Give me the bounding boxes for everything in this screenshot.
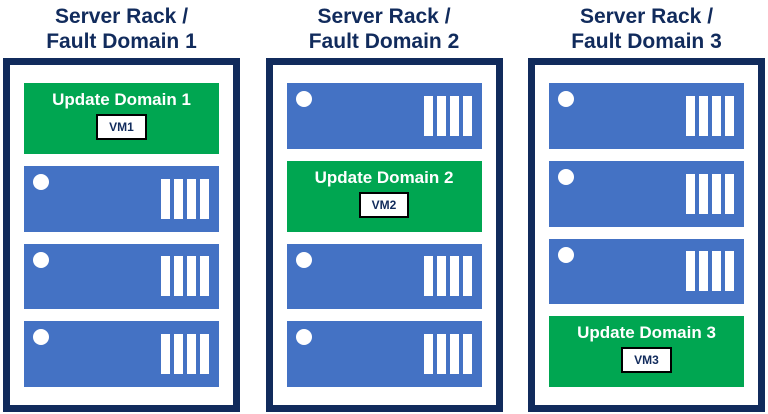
server-node <box>286 83 482 149</box>
fault-domain-column-3: Server Rack / Fault Domain 3 Update Doma… <box>528 2 765 412</box>
vent-bars-icon <box>423 95 472 136</box>
power-led-icon <box>295 251 312 268</box>
update-domain-label: Update Domain 1 <box>52 90 191 109</box>
vent-bars-icon <box>686 251 734 292</box>
server-node <box>24 165 219 232</box>
server-rack: Update Domain 3 VM3 <box>528 58 765 412</box>
rack-title-line2: Fault Domain 2 <box>308 30 460 53</box>
server-node <box>549 160 744 227</box>
vent-bars-icon <box>686 173 734 214</box>
vent-bars-icon <box>423 334 472 375</box>
power-led-icon <box>558 246 574 263</box>
rack-title: Server Rack / Fault Domain 3 <box>528 2 765 58</box>
power-led-icon <box>33 251 49 268</box>
rack-title-line1: Server Rack / <box>317 5 451 28</box>
rack-title: Server Rack / Fault Domain 2 <box>266 2 503 58</box>
vm-box: VM3 <box>621 347 672 374</box>
server-node <box>286 321 482 387</box>
fault-domain-column-2: Server Rack / Fault Domain 2 Update Doma… <box>265 2 503 412</box>
update-domain: Update Domain 3 VM3 <box>549 316 744 387</box>
vent-bars-icon <box>161 256 209 297</box>
vm-box: VM2 <box>358 191 410 218</box>
vent-bars-icon <box>161 178 209 219</box>
vm-box: VM1 <box>96 114 147 140</box>
server-node <box>549 83 744 149</box>
vm-label: VM3 <box>634 353 659 368</box>
rack-title-line1: Server Rack / <box>579 5 714 28</box>
update-domain-label: Update Domain 2 <box>314 167 454 187</box>
server-rack: Update Domain 2 VM2 <box>265 58 503 412</box>
power-led-icon <box>558 168 574 185</box>
rack-title-line2: Fault Domain 3 <box>571 30 722 53</box>
power-led-icon <box>33 173 49 190</box>
vent-bars-icon <box>161 334 209 375</box>
update-domain-label: Update Domain 3 <box>577 323 716 343</box>
server-node <box>286 243 482 310</box>
server-node <box>549 238 744 305</box>
server-rack: Update Domain 1 VM1 <box>3 58 240 412</box>
server-node <box>24 243 219 310</box>
power-led-icon <box>558 91 574 107</box>
rack-title-line1: Server Rack / <box>54 5 189 28</box>
server-node <box>24 321 219 387</box>
vent-bars-icon <box>686 95 734 136</box>
update-domain: Update Domain 1 VM1 <box>24 83 219 154</box>
power-led-icon <box>295 329 312 346</box>
update-domain: Update Domain 2 VM2 <box>286 160 482 232</box>
power-led-icon <box>33 329 49 346</box>
rack-title: Server Rack / Fault Domain 1 <box>3 2 240 58</box>
fault-domain-column-1: Server Rack / Fault Domain 1 Update Doma… <box>3 2 240 412</box>
rack-title-line2: Fault Domain 1 <box>46 30 197 53</box>
vent-bars-icon <box>423 256 472 297</box>
vm-label: VM2 <box>371 197 397 212</box>
power-led-icon <box>295 91 312 107</box>
vm-label: VM1 <box>109 120 134 134</box>
